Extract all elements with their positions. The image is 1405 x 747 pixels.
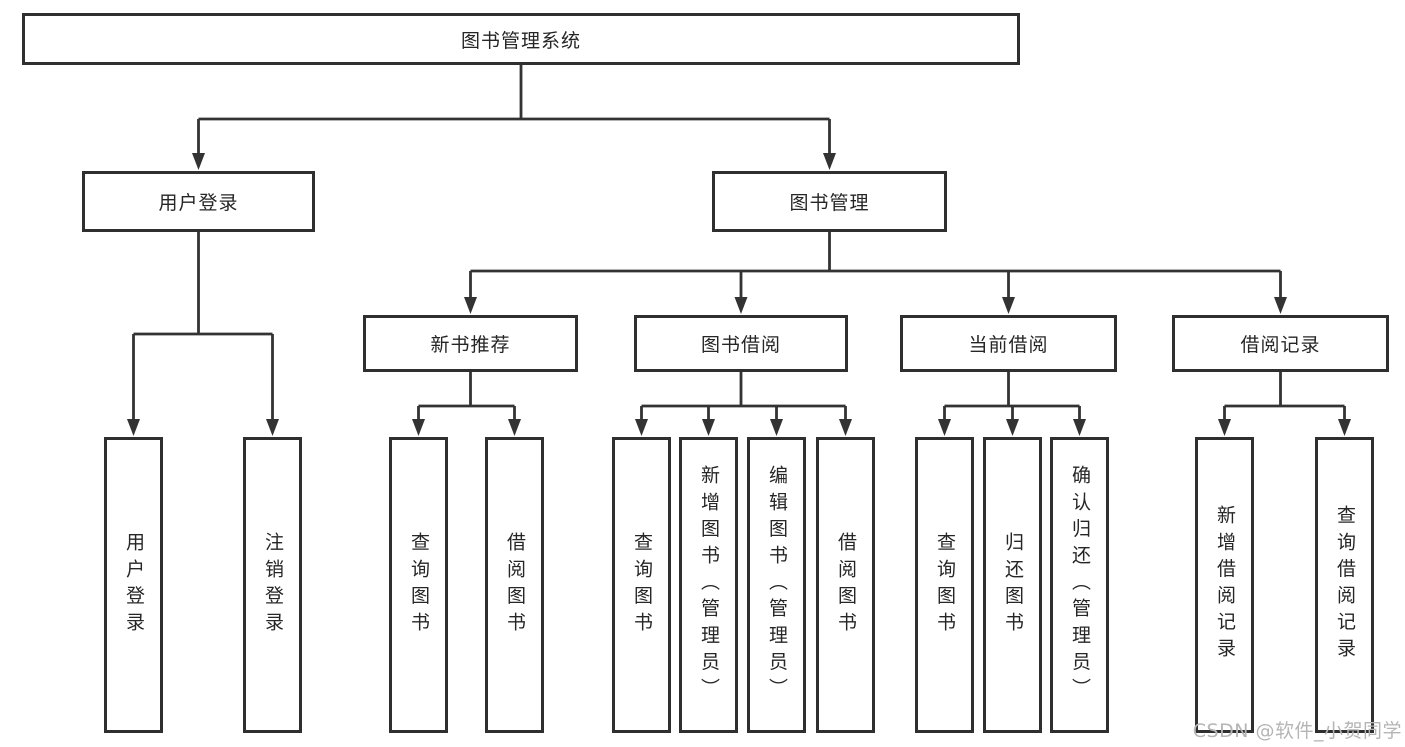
leaf-borrow-books-borrowing: 借阅图书	[816, 437, 875, 733]
node-library-management-system: 图书管理系统	[22, 13, 1020, 65]
leaf-query-books-borrowing: 查询图书	[612, 437, 671, 733]
arrowhead-icon	[770, 419, 783, 436]
leaf-label: 借阅图书	[835, 531, 857, 639]
leaf-borrow-books-recommend: 借阅图书	[485, 437, 544, 733]
leaf-label: 归还图书	[1002, 531, 1024, 639]
arrowhead-icon	[823, 153, 836, 170]
leaf-label: 确认归还（管理员）	[1069, 465, 1091, 705]
arrowhead-icon	[508, 419, 521, 436]
arrowhead-icon	[1338, 419, 1351, 436]
leaf-logout: 注销登录	[243, 437, 302, 733]
leaf-user-login: 用户登录	[104, 437, 163, 733]
leaf-query-books-recommend: 查询图书	[389, 437, 448, 733]
arrowhead-icon	[1002, 297, 1015, 314]
arrowhead-icon	[839, 419, 852, 436]
arrowhead-icon	[1218, 419, 1231, 436]
node-user-login: 用户登录	[82, 171, 315, 232]
leaf-add-book-admin: 新增图书（管理员）	[679, 437, 738, 733]
leaf-label: 新增图书（管理员）	[698, 465, 720, 705]
node-borrowing-records: 借阅记录	[1172, 315, 1389, 372]
leaf-edit-book-admin: 编辑图书（管理员）	[747, 437, 806, 733]
node-book-borrowing: 图书借阅	[634, 315, 848, 372]
leaf-query-borrow-record: 查询借阅记录	[1315, 437, 1374, 733]
arrowhead-icon	[702, 419, 715, 436]
arrowhead-icon	[266, 419, 279, 436]
node-current-borrowing: 当前借阅	[900, 315, 1117, 372]
leaf-label: 注销登录	[262, 531, 284, 639]
leaf-label: 用户登录	[123, 531, 145, 639]
leaf-label: 查询图书	[631, 531, 653, 639]
leaf-return-books: 归还图书	[983, 437, 1042, 733]
leaf-label: 新增借阅记录	[1214, 505, 1236, 665]
leaf-add-borrow-record: 新增借阅记录	[1195, 437, 1254, 733]
arrowhead-icon	[938, 419, 951, 436]
arrowhead-icon	[1274, 297, 1287, 314]
arrowhead-icon	[464, 297, 477, 314]
arrowhead-icon	[192, 153, 205, 170]
arrowhead-icon	[1073, 419, 1086, 436]
arrowhead-icon	[412, 419, 425, 436]
leaf-confirm-return-admin: 确认归还（管理员）	[1050, 437, 1109, 733]
leaf-query-books-current: 查询图书	[915, 437, 974, 733]
arrowhead-icon	[635, 419, 648, 436]
leaf-label: 借阅图书	[504, 531, 526, 639]
arrowhead-icon	[734, 297, 748, 314]
leaf-label: 编辑图书（管理员）	[766, 465, 788, 705]
node-new-book-recommendation: 新书推荐	[363, 315, 578, 372]
leaf-label: 查询借阅记录	[1334, 505, 1356, 665]
csdn-watermark: CSDN @软件_小贺同学	[1192, 720, 1402, 742]
connector-lines	[132, 65, 1346, 420]
arrowhead-icon	[127, 419, 140, 436]
node-book-management: 图书管理	[712, 171, 947, 232]
arrowhead-icon	[1006, 419, 1019, 436]
leaf-label: 查询图书	[408, 531, 430, 639]
leaf-label: 查询图书	[934, 531, 956, 639]
